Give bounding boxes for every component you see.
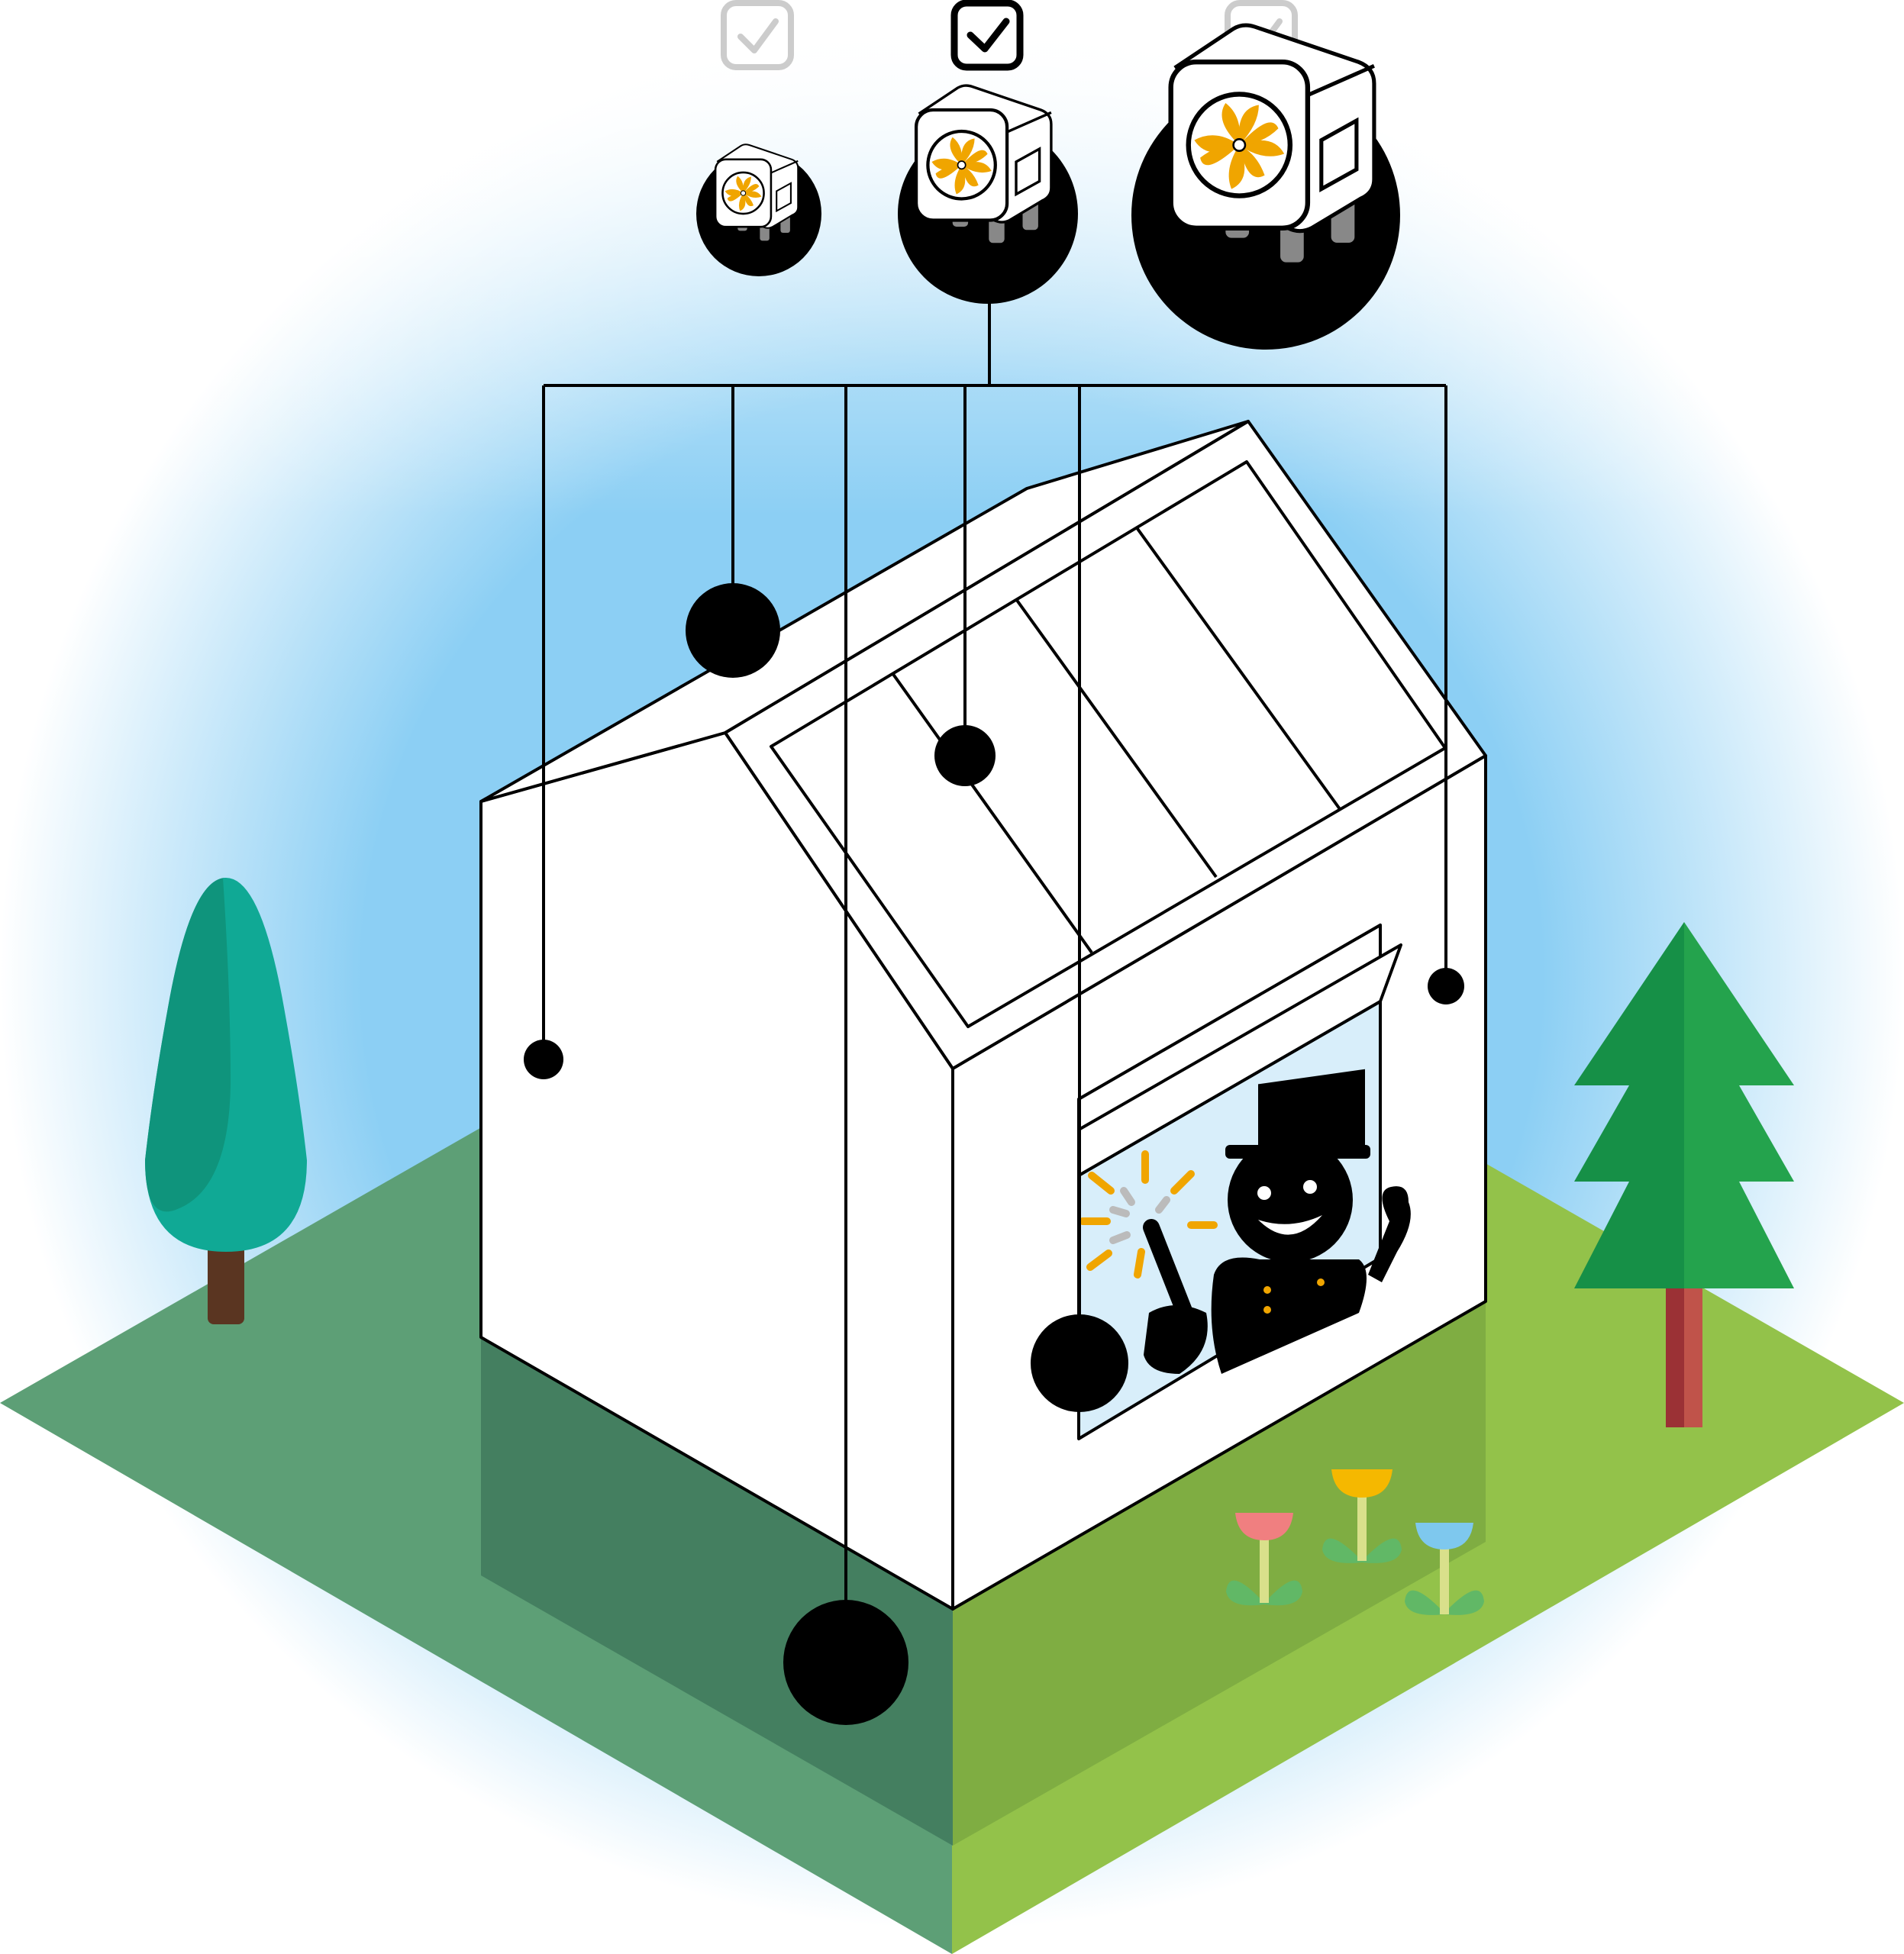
installation-point-dot[interactable] (524, 1040, 563, 1079)
flower-pink (1226, 1513, 1302, 1606)
flower-blue (1405, 1523, 1484, 1615)
flower-yellow (1322, 1469, 1402, 1563)
check-mark-icon (967, 18, 1010, 53)
chimney-sweep-figure (1143, 1069, 1411, 1374)
house-shadow-right (953, 1301, 1486, 1846)
installation-point-dot[interactable] (783, 1600, 908, 1725)
unit-option-small[interactable] (696, 0, 821, 276)
installation-point-dot[interactable] (934, 725, 996, 786)
pine-tree (1574, 922, 1794, 1427)
connector-lines (542, 299, 1447, 1662)
checkbox-icon[interactable] (721, 0, 794, 70)
sparkle-icon (1079, 1150, 1218, 1278)
cypress-tree (145, 878, 307, 1324)
unit-option-large[interactable] (1131, 0, 1400, 350)
installation-point-dot[interactable] (686, 583, 780, 678)
checkbox-icon[interactable] (950, 0, 1024, 71)
check-mark-icon (737, 18, 779, 53)
heat-pump-fan-icon (916, 85, 1051, 243)
heat-pump-fan-icon (714, 143, 799, 242)
installation-point-dot[interactable] (1031, 1314, 1128, 1412)
unit-option-medium[interactable] (898, 0, 1078, 304)
heat-pump-fan-icon (1171, 25, 1374, 263)
installation-point-dot[interactable] (1428, 968, 1464, 1004)
